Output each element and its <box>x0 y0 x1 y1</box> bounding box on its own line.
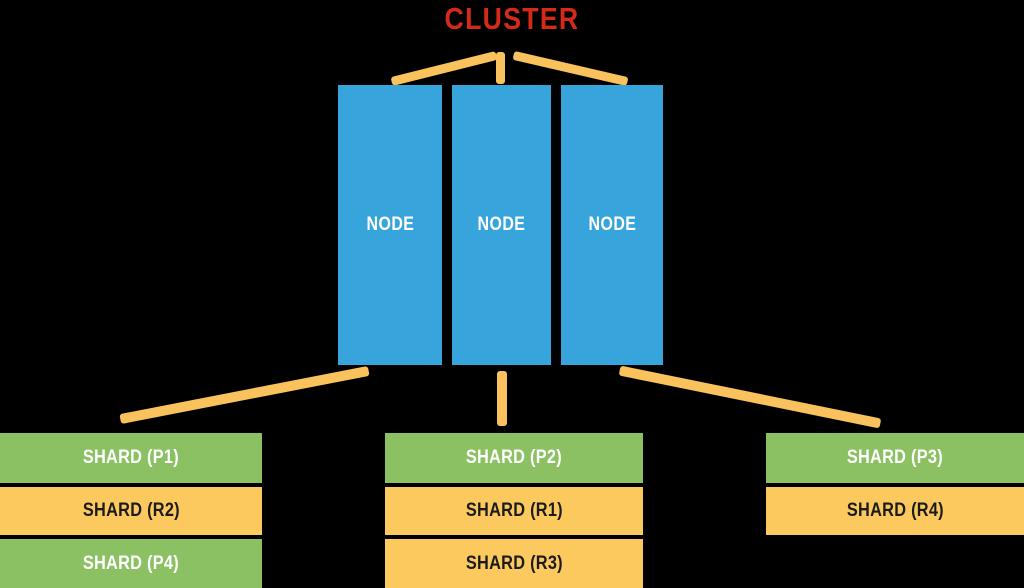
shard-box[interactable]: SHARD (R3) <box>385 539 643 588</box>
shard-label: SHARD (P1) <box>82 447 180 468</box>
node-box-2[interactable]: NODE <box>452 85 551 365</box>
shard-label: SHARD (R3) <box>465 552 563 574</box>
shard-label: SHARD (R4) <box>846 500 944 521</box>
connector-node-to-shards-middle <box>497 371 507 426</box>
connector-node-to-shards-right <box>618 365 882 429</box>
shard-label: SHARD (P2) <box>465 447 563 468</box>
shard-label: SHARD (P4) <box>82 552 180 574</box>
connector-cluster-to-node-left <box>390 51 498 86</box>
shard-box[interactable]: SHARD (P4) <box>0 539 262 588</box>
node-label: NODE <box>477 214 526 235</box>
connector-node-to-shards-left <box>119 365 370 425</box>
shard-box[interactable]: SHARD (P1) <box>0 433 262 483</box>
node-label: NODE <box>588 214 636 235</box>
shard-box[interactable]: SHARD (R4) <box>766 487 1024 535</box>
shard-label: SHARD (P3) <box>846 447 944 468</box>
node-box-3[interactable]: NODE <box>561 85 663 365</box>
connector-cluster-to-node-right <box>512 50 629 87</box>
shard-box[interactable]: SHARD (R1) <box>385 487 643 535</box>
shard-box[interactable]: SHARD (P3) <box>766 433 1024 483</box>
cluster-title: CLUSTER <box>444 1 580 36</box>
shard-box[interactable]: SHARD (P2) <box>385 433 643 483</box>
connector-cluster-to-node-middle <box>496 52 505 84</box>
shard-label: SHARD (R1) <box>465 500 563 521</box>
node-label: NODE <box>366 214 414 235</box>
shard-label: SHARD (R2) <box>82 500 180 521</box>
node-box-1[interactable]: NODE <box>338 85 442 365</box>
shard-box[interactable]: SHARD (R2) <box>0 487 262 535</box>
